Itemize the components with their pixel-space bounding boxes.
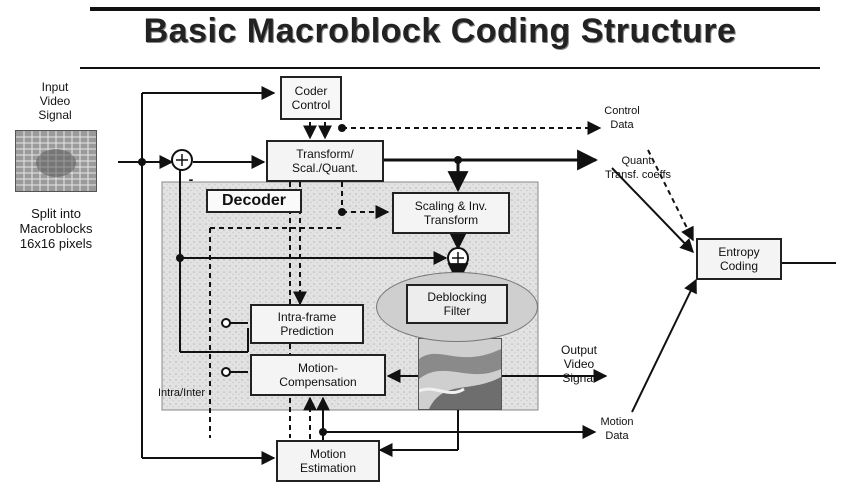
coder-control-block: Coder Control (280, 76, 342, 120)
motion-data-label: Motion Data (600, 416, 634, 442)
deblocking-filter-block: Deblocking Filter (406, 284, 508, 324)
transform-quant-block: Transform/ Scal./Quant. (266, 140, 384, 182)
input-frame-thumbnail (15, 130, 97, 192)
entropy-coding-block: Entropy Coding (696, 238, 782, 280)
frame-buffer-thumbnail (418, 338, 502, 410)
input-signal-label: Input Video Signal (38, 80, 72, 122)
scaling-inverse-transform-block: Scaling & Inv. Transform (392, 192, 510, 234)
minus-sign: - (188, 171, 194, 187)
motion-estimation-block: Motion Estimation (276, 440, 380, 482)
intra-frame-prediction-block: Intra-frame Prediction (250, 304, 364, 344)
split-macroblocks-label: Split into Macroblocks 16x16 pixels (19, 206, 93, 251)
quant-coeffs-label: Quant. Transf. coeffs (604, 155, 672, 181)
decoder-label: Decoder (206, 189, 302, 213)
control-data-label: Control Data (604, 105, 640, 131)
motion-compensation-block: Motion- Compensation (250, 354, 386, 396)
output-signal-label: Output Video Signal (560, 343, 598, 385)
page-title: Basic Macroblock Coding Structure (143, 12, 737, 50)
intra-inter-switch-label: Intra/Inter (158, 387, 206, 399)
